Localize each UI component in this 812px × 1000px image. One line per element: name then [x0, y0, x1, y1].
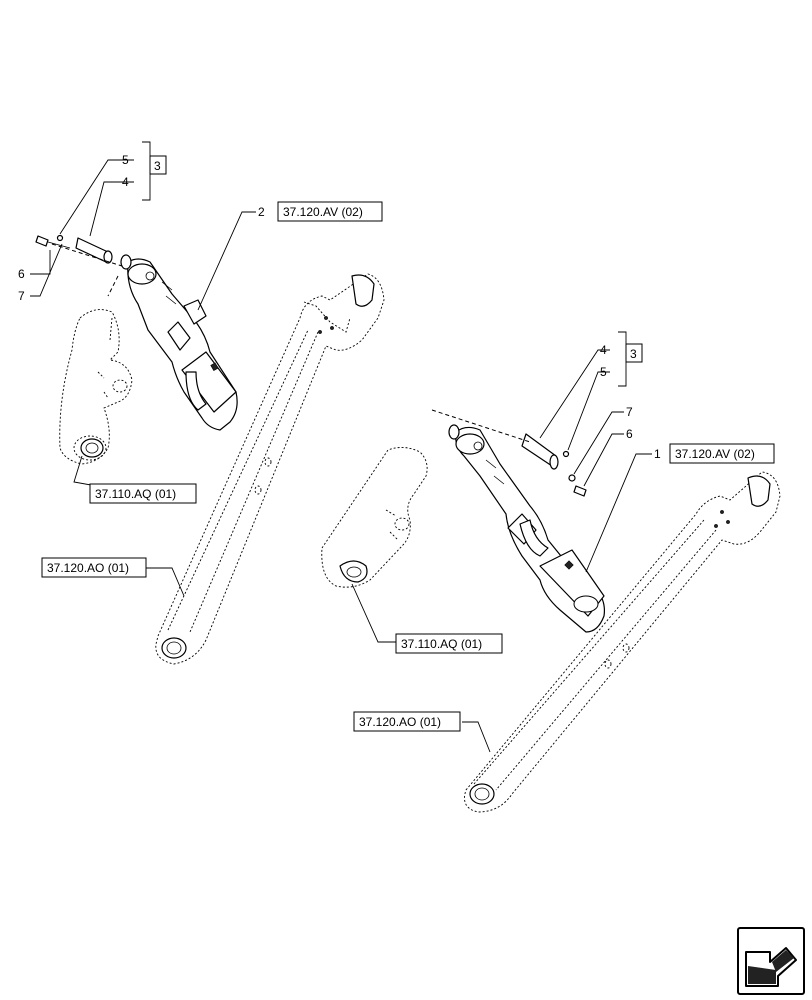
- callout-6-right: 6: [626, 427, 633, 441]
- ref-box-left-lower-link[interactable]: [41, 557, 147, 578]
- ref-box-right-lift-arm[interactable]: [395, 633, 503, 654]
- callout-6-left: 6: [18, 267, 25, 281]
- callout-5-left: 5: [122, 153, 129, 167]
- left-pin-and-bolt: [35, 234, 123, 297]
- right-leader-lines: [351, 331, 652, 753]
- arrow-next-page-icon[interactable]: [737, 927, 805, 995]
- left-lift-arm-phantom: [59, 309, 133, 465]
- ref-left-top-link[interactable]: 37.120.AV (02): [283, 205, 363, 219]
- ref-left-lower-link[interactable]: 37.120.AO (01): [47, 561, 129, 575]
- right-pin-and-bolt: [431, 409, 587, 497]
- callout-5-right: 5: [600, 365, 607, 379]
- left-lower-link-phantom: [155, 273, 385, 665]
- callout-1-right: 1: [654, 447, 661, 461]
- left-top-link: [120, 254, 238, 431]
- ref-box-right-lower-link[interactable]: [353, 711, 461, 732]
- ref-right-top-link[interactable]: 37.120.AV (02): [675, 447, 755, 461]
- group-ref-3-right[interactable]: 3: [630, 347, 637, 361]
- ref-box-left-top-link[interactable]: [277, 201, 383, 222]
- callout-7-left: 7: [18, 289, 25, 303]
- ref-box-left-lift-arm[interactable]: [89, 483, 197, 504]
- ref-box-right-top-link[interactable]: [669, 443, 775, 464]
- callout-2-left: 2: [258, 205, 265, 219]
- ref-right-lift-arm[interactable]: 37.110.AQ (01): [401, 637, 482, 651]
- group-ref-3-left[interactable]: 3: [154, 159, 161, 173]
- right-top-link: [448, 424, 606, 633]
- ref-right-lower-link[interactable]: 37.120.AO (01): [359, 715, 441, 729]
- callout-4-left: 4: [122, 175, 129, 189]
- right-lower-link-phantom: [464, 471, 781, 813]
- ref-left-lift-arm[interactable]: 37.110.AQ (01): [95, 487, 176, 501]
- group-ref-box-right[interactable]: [625, 343, 643, 363]
- callout-4-right: 4: [600, 343, 607, 357]
- callout-7-right: 7: [626, 405, 633, 419]
- group-ref-box-left[interactable]: [149, 155, 167, 175]
- left-leader-lines: [30, 141, 256, 597]
- right-lift-arm-phantom: [321, 447, 428, 588]
